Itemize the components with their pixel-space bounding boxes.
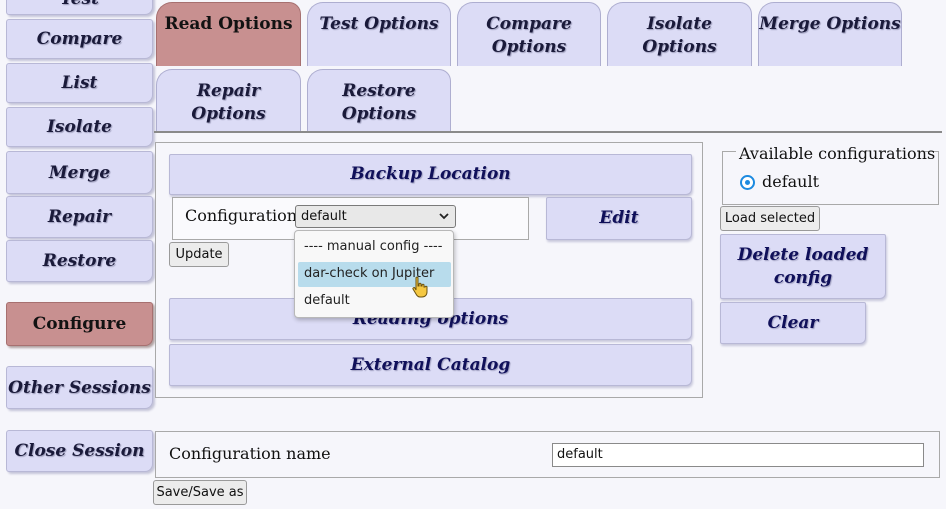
hand-cursor-icon [410, 276, 430, 300]
nav-repair-button[interactable]: Repair [6, 196, 153, 238]
available-configurations-fieldset [722, 151, 939, 205]
nav-compare-button[interactable]: Compare [6, 19, 153, 59]
configuration-name-input[interactable]: default [552, 443, 924, 467]
tab-bar-divider [154, 131, 942, 133]
tab-restore-options[interactable]: Restore Options [307, 69, 451, 132]
default-radio-label: default [762, 172, 820, 191]
radio-dot-icon [745, 180, 750, 185]
nav-list-button[interactable]: List [6, 63, 153, 103]
dropdown-option-dar-check[interactable]: dar-check on Jupiter [304, 266, 435, 281]
clear-button[interactable]: Clear [720, 302, 866, 344]
nav-restore-button[interactable]: Restore [6, 240, 153, 282]
dropdown-option-default[interactable]: default [304, 293, 350, 308]
external-catalog-section[interactable]: External Catalog [169, 344, 692, 386]
configuration-dropdown-list: ---- manual config ---- dar-check on Jup… [294, 230, 454, 318]
save-as-button[interactable]: Save/Save as [153, 480, 247, 505]
configuration-name-label: Configuration name [169, 444, 331, 463]
available-configurations-legend: Available configurations [739, 144, 936, 163]
nav-configure-button[interactable]: Configure [6, 302, 153, 346]
nav-merge-button[interactable]: Merge [6, 151, 153, 194]
tab-compare-options[interactable]: Compare Options [457, 2, 601, 66]
update-button[interactable]: Update [169, 242, 229, 267]
nav-other-sessions-button[interactable]: Other Sessions [6, 366, 153, 409]
default-radio[interactable] [740, 175, 755, 190]
fieldset-top-right [925, 151, 939, 152]
nav-close-session-button[interactable]: Close Session [6, 430, 153, 472]
backup-location-section[interactable]: Backup Location [169, 154, 692, 195]
configuration-select-value: default [301, 209, 347, 224]
chevron-down-icon [438, 206, 450, 234]
dropdown-option-highlight [298, 262, 451, 287]
fieldset-top-left [722, 151, 736, 152]
nav-isolate-button[interactable]: Isolate [6, 107, 153, 147]
tab-test-options[interactable]: Test Options [307, 2, 451, 66]
delete-loaded-config-button[interactable]: Delete loaded config [720, 234, 886, 299]
tab-repair-options[interactable]: Repair Options [156, 69, 301, 132]
tab-merge-options[interactable]: Merge Options [758, 2, 902, 66]
dropdown-option-manual[interactable]: ---- manual config ---- [304, 239, 443, 254]
load-selected-button[interactable]: Load selected [720, 206, 820, 231]
edit-button[interactable]: Edit [546, 197, 692, 240]
tab-read-options[interactable]: Read Options [156, 2, 301, 66]
configuration-select[interactable]: default [295, 205, 456, 228]
nav-test-button[interactable]: Test [6, 0, 153, 15]
tab-isolate-options[interactable]: Isolate Options [607, 2, 752, 66]
configuration-label: Configuration [185, 206, 298, 225]
